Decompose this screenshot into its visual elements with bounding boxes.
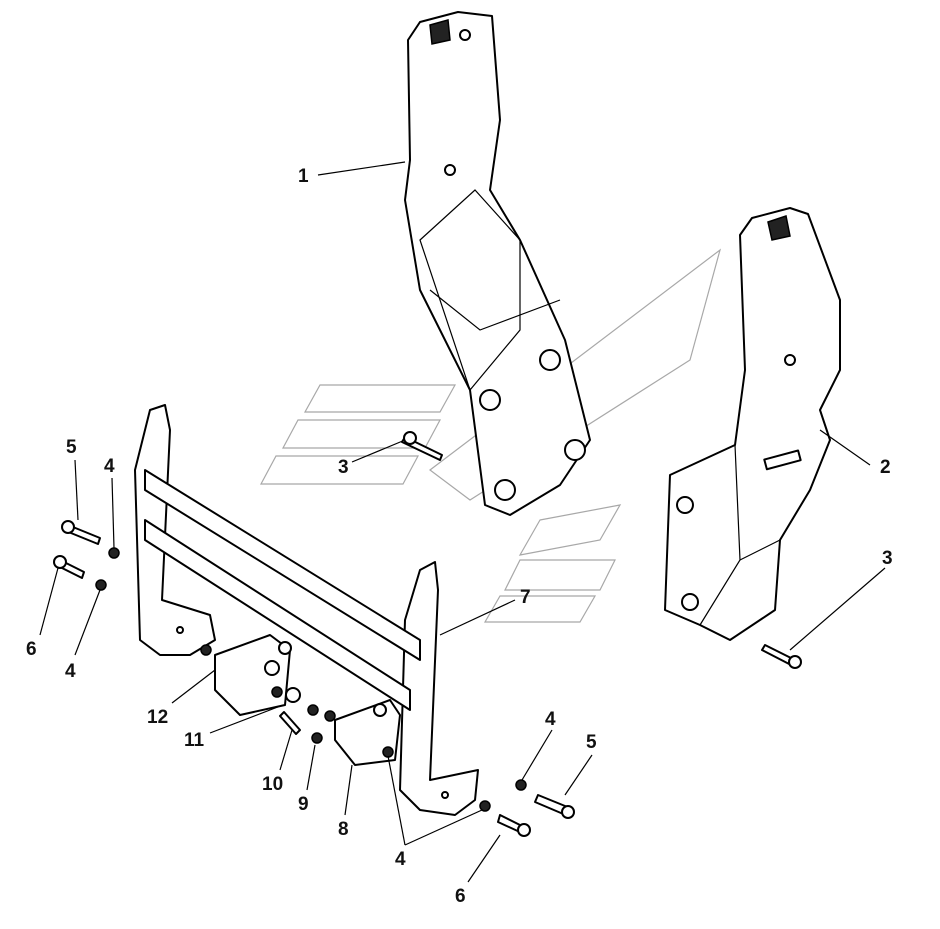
callout-4-lower-left: 4 bbox=[65, 661, 76, 682]
callout-7: 7 bbox=[520, 587, 531, 608]
callout-4-upper-left: 4 bbox=[104, 456, 115, 477]
watermark-logo bbox=[259, 248, 722, 623]
callout-6-left: 6 bbox=[26, 639, 37, 660]
callout-11: 11 bbox=[184, 730, 205, 751]
leader-lines bbox=[39, 161, 886, 883]
callout-5-right: 5 bbox=[586, 732, 597, 753]
callout-6-right: 6 bbox=[455, 886, 466, 907]
callout-12: 12 bbox=[147, 707, 168, 728]
bolt-6-left bbox=[53, 555, 85, 579]
callout-4-bottom: 4 bbox=[395, 849, 406, 870]
callout-10: 10 bbox=[262, 774, 283, 795]
upright-bracket-right bbox=[664, 207, 841, 641]
mounting-plate-12 bbox=[214, 634, 292, 716]
upright-bracket-left bbox=[404, 11, 591, 516]
callout-3-lower: 3 bbox=[882, 548, 893, 569]
callout-1: 1 bbox=[298, 166, 309, 187]
callout-labels: 1 2 3 3 4 4 4 4 5 5 6 6 7 8 9 10 11 12 bbox=[26, 166, 893, 907]
callout-8: 8 bbox=[338, 819, 349, 840]
callout-9: 9 bbox=[298, 794, 309, 815]
bolt-3-lower bbox=[761, 644, 802, 669]
callout-2: 2 bbox=[880, 457, 891, 478]
bolt-5-left bbox=[61, 520, 101, 545]
callout-5-left: 5 bbox=[66, 437, 77, 458]
bolt-6-right bbox=[497, 814, 531, 837]
front-guard-frame bbox=[134, 404, 479, 816]
bolt-5-right bbox=[534, 794, 575, 819]
callout-3-upper: 3 bbox=[338, 457, 349, 478]
callout-4-right: 4 bbox=[545, 709, 556, 730]
